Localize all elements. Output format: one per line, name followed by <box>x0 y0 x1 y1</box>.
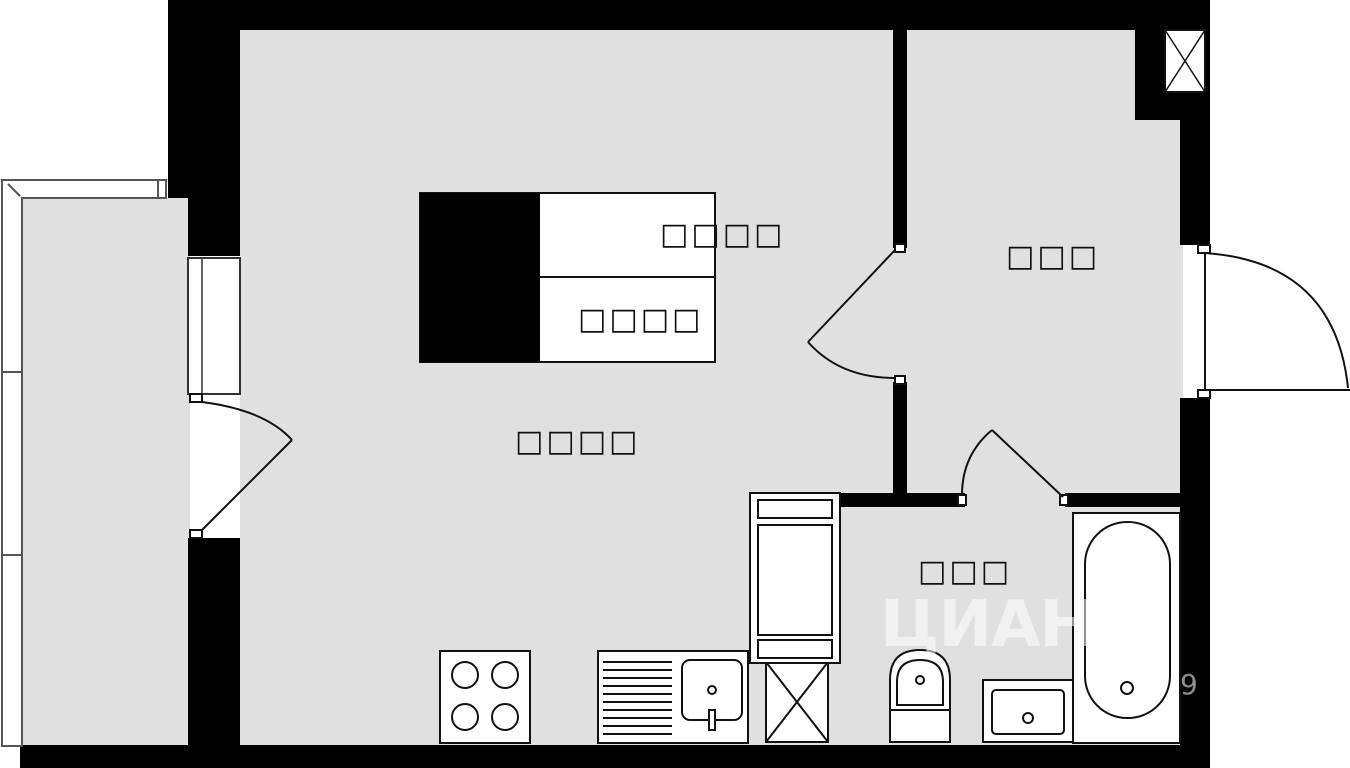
washing-machine <box>749 492 841 664</box>
balcony-window <box>187 257 241 395</box>
bathtub <box>1072 512 1181 744</box>
kitchen-sink <box>597 650 749 744</box>
watermark-logo: ЦИАН <box>880 588 1093 662</box>
bathroom-sink <box>982 679 1074 743</box>
stove <box>439 650 531 744</box>
living-room-label: □□□□ <box>515 424 641 459</box>
bed <box>419 192 716 363</box>
ventilation-shaft <box>1164 29 1206 93</box>
bed-label-bottom: □□□□ <box>578 302 704 337</box>
entrance-door <box>1197 244 1350 399</box>
bathroom-label: □□□ <box>918 554 1013 589</box>
kitchen-ventilation <box>765 661 829 743</box>
balcony-floor <box>20 198 190 746</box>
bed-label-top: □□□□ <box>660 217 786 252</box>
balcony-door <box>189 393 293 539</box>
bathroom-door <box>957 429 1069 506</box>
living-hall-door <box>807 243 906 385</box>
toilet <box>889 648 951 743</box>
balcony-railing <box>1 179 167 747</box>
hall-label: □□□ <box>1006 239 1101 274</box>
watermark-number: 9 <box>1180 668 1198 701</box>
